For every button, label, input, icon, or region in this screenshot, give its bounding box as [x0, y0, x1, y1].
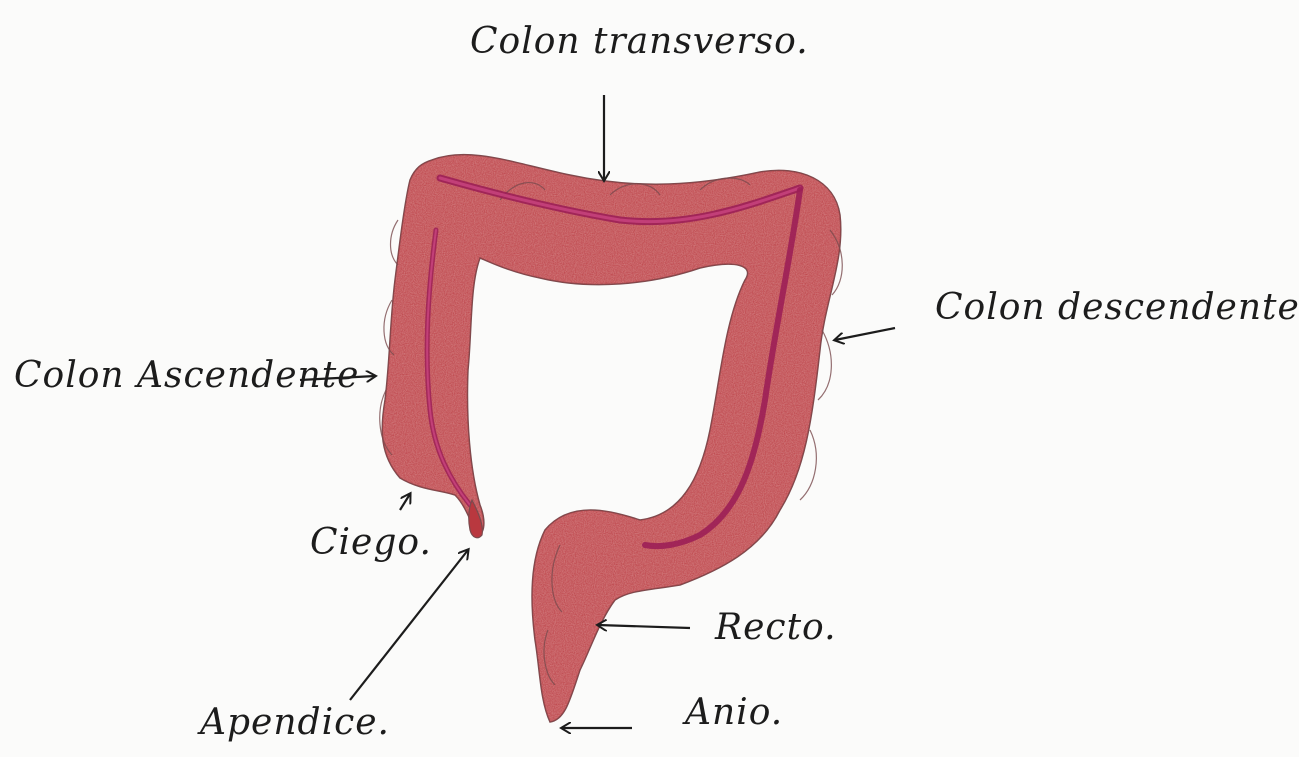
arrow-rectum — [598, 625, 690, 628]
label-colon-descendente: Colon descendente. — [935, 290, 1299, 326]
arrow-cecum — [400, 494, 410, 510]
label-ciego: Ciego. — [310, 525, 432, 561]
label-anio: Anio. — [685, 695, 783, 731]
label-colon-transverso: Colon transverso. — [470, 24, 809, 60]
arrow-appendix — [350, 550, 468, 700]
label-colon-ascendente: Colon Ascendente — [14, 358, 359, 394]
label-recto: Recto. — [715, 610, 837, 646]
label-apendice: Apendice. — [200, 705, 390, 741]
arrow-descending — [835, 328, 895, 340]
